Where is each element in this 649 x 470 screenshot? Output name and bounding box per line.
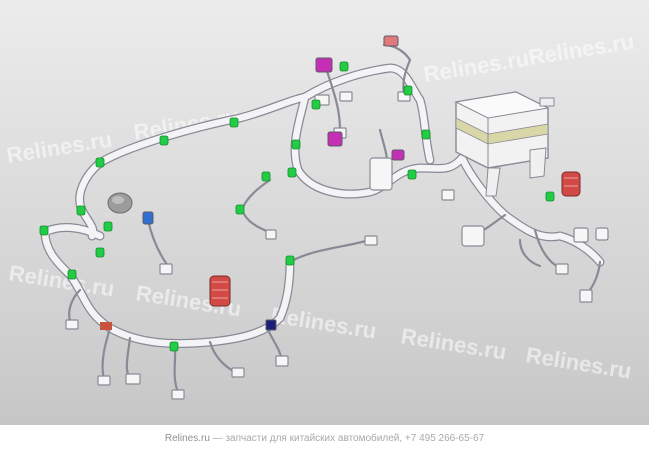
round-grommet — [107, 192, 133, 214]
footer-caption: Relines.ru — запчасти для китайских авто… — [0, 433, 649, 444]
footer-brand[interactable]: Relines.ru — [164, 433, 210, 444]
red-relays — [100, 171, 581, 330]
navy-connector — [265, 319, 277, 331]
green-clips — [39, 61, 555, 352]
magenta-connector — [315, 57, 333, 73]
footer-tagline: — запчасти для китайских автомобилей, +7… — [209, 433, 485, 444]
magenta-connector — [327, 131, 343, 147]
connectors — [65, 91, 609, 400]
blue-connector — [142, 211, 154, 225]
harness-trunks — [40, 63, 605, 349]
colored-connectors — [142, 35, 405, 331]
fuse-box — [454, 91, 555, 197]
pink-connector — [383, 35, 399, 47]
magenta-connector — [391, 149, 405, 161]
